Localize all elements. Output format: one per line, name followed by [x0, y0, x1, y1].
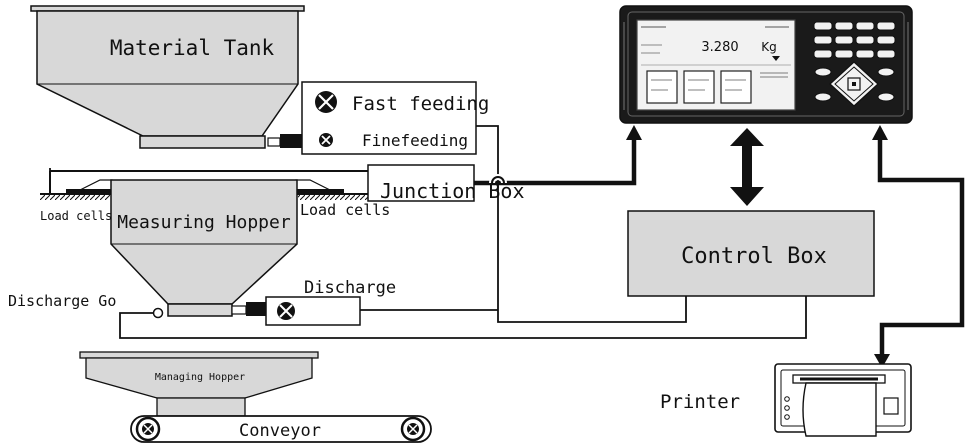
- display-unit: Kg: [761, 40, 777, 54]
- discharge-valve-icon: [277, 302, 295, 320]
- material-tank: Material Tank: [30, 5, 305, 149]
- control-box: Control Box: [627, 210, 875, 297]
- material-tank-label: Material Tank: [110, 36, 275, 60]
- managing-hopper: Managing Hopper: [79, 351, 319, 417]
- fine-feeding-valve-icon: [319, 133, 333, 147]
- weighing-indicator: 3.280 Kg: [619, 5, 913, 124]
- control-box-label: Control Box: [681, 244, 827, 269]
- feeding-valve-box: Fast feeding Finefeeding: [267, 81, 489, 155]
- load-cells-left-label: Load cells: [40, 209, 112, 223]
- fast-feeding-valve-icon: [315, 91, 337, 113]
- fast-feeding-label: Fast feeding: [352, 93, 489, 115]
- arrow-down-to-printer: [874, 354, 890, 368]
- conveyor: Conveyor: [130, 415, 432, 443]
- wiring: [49, 125, 965, 355]
- printer-label: Printer: [660, 391, 740, 413]
- discharge-go-label: Discharge Go: [8, 292, 116, 310]
- bidirectional-arrow: [730, 128, 764, 206]
- display-value: 3.280: [701, 40, 738, 55]
- printer: Printer: [660, 363, 912, 437]
- load-cells-right-label: Load cells: [300, 201, 390, 219]
- conveyor-label: Conveyor: [239, 421, 321, 441]
- arrow-up-to-indicator: [626, 125, 642, 140]
- arrowheads: [626, 125, 890, 368]
- arrow-up-from-printer-line: [872, 125, 888, 140]
- indicator-keypad: [813, 21, 896, 107]
- conveyor-right-roller-icon: [400, 416, 426, 442]
- managing-hopper-label: Managing Hopper: [155, 372, 245, 383]
- navigation-pad-icon: [829, 61, 879, 107]
- fine-feeding-label: Finefeeding: [362, 131, 468, 150]
- discharge-label: Discharge: [304, 278, 396, 298]
- indicator-screen: 3.280 Kg: [636, 19, 796, 111]
- discharge-valve: Discharge: [231, 278, 396, 326]
- measuring-hopper-label: Measuring Hopper: [117, 212, 291, 233]
- conveyor-left-roller-icon: [135, 416, 161, 442]
- measuring-hopper: Measuring Hopper: [110, 179, 298, 317]
